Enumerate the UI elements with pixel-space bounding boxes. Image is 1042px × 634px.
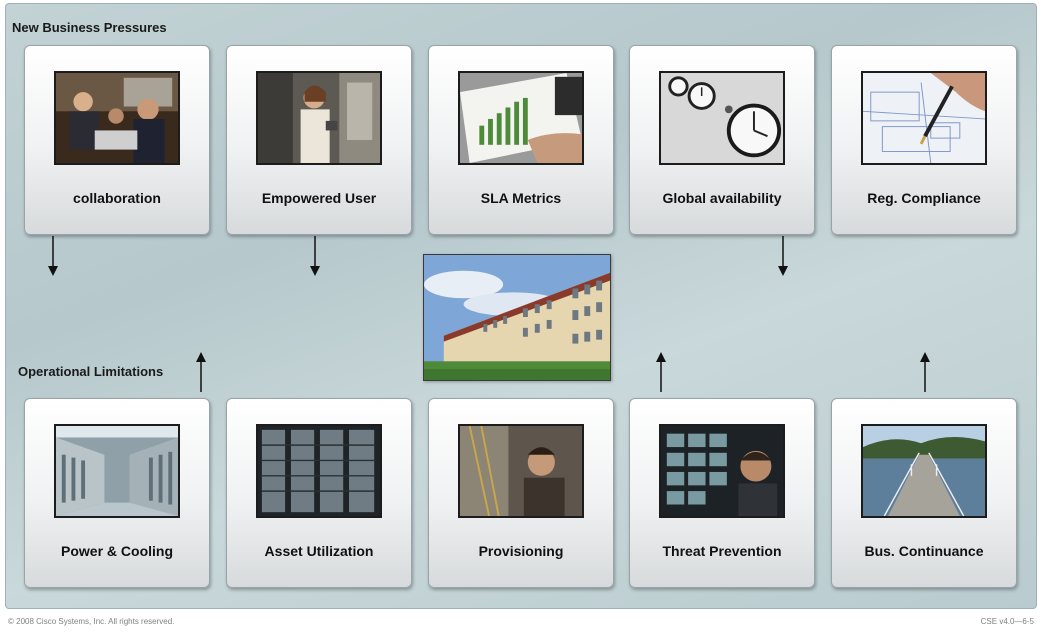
world-clocks-photo bbox=[659, 71, 785, 165]
arrow-up-icon bbox=[195, 352, 207, 392]
card-label-threat-prevention: Threat Prevention bbox=[662, 543, 782, 559]
card-power-cooling: Power & Cooling bbox=[24, 398, 210, 588]
card-global-availability: Global availability bbox=[629, 45, 815, 235]
card-asset-utilization: Asset Utilization bbox=[226, 398, 412, 588]
card-label-sla-metrics: SLA Metrics bbox=[480, 190, 562, 206]
bridge-over-lake-photo bbox=[861, 424, 987, 518]
card-threat-prevention: Threat Prevention bbox=[629, 398, 815, 588]
section-title-operational-limitations: Operational Limitations bbox=[18, 364, 164, 379]
arrow-down-icon bbox=[309, 236, 321, 276]
card-label-reg-compliance: Reg. Compliance bbox=[867, 190, 981, 206]
section-title-business-pressures: New Business Pressures bbox=[12, 20, 167, 35]
card-label-global-availability: Global availability bbox=[662, 190, 782, 206]
arrow-down-icon bbox=[777, 236, 789, 276]
technician-in-rack-photo bbox=[458, 424, 584, 518]
arrow-up-icon bbox=[655, 352, 667, 392]
card-label-asset-utilization: Asset Utilization bbox=[264, 543, 374, 559]
course-code: CSE v4.0—6-5 bbox=[980, 617, 1034, 626]
card-reg-compliance: Reg. Compliance bbox=[831, 45, 1017, 235]
woman-with-pda-photo bbox=[256, 71, 382, 165]
arrow-down-icon bbox=[47, 236, 59, 276]
office-building-photo bbox=[423, 254, 611, 381]
arrow-up-icon bbox=[919, 352, 931, 392]
copyright-text: © 2008 Cisco Systems, Inc. All rights re… bbox=[8, 617, 175, 626]
card-provisioning: Provisioning bbox=[428, 398, 614, 588]
card-empowered-user: Empowered User bbox=[226, 45, 412, 235]
card-label-power-cooling: Power & Cooling bbox=[61, 543, 173, 559]
card-label-empowered-user: Empowered User bbox=[261, 190, 377, 206]
card-collaboration: collaboration bbox=[24, 45, 210, 235]
people-meeting-photo bbox=[54, 71, 180, 165]
card-label-bus-continuance: Bus. Continuance bbox=[864, 543, 984, 559]
card-sla-metrics: SLA Metrics bbox=[428, 45, 614, 235]
card-bus-continuance: Bus. Continuance bbox=[831, 398, 1017, 588]
server-racks-photo bbox=[256, 424, 382, 518]
data-center-aisle-photo bbox=[54, 424, 180, 518]
pen-on-blueprint-photo bbox=[861, 71, 987, 165]
card-label-collaboration: collaboration bbox=[73, 190, 161, 206]
bar-chart-document-photo bbox=[458, 71, 584, 165]
security-monitors-photo bbox=[659, 424, 785, 518]
card-label-provisioning: Provisioning bbox=[478, 543, 564, 559]
